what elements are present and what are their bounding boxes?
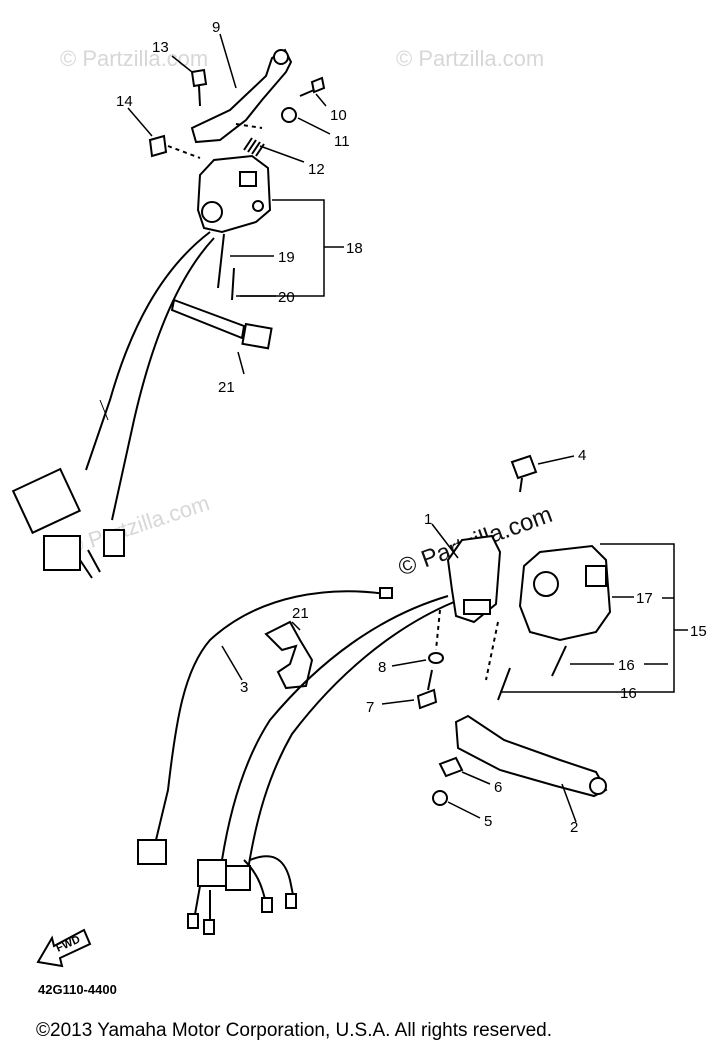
cable-part-3 [155,590,387,841]
spring-part-12 [243,137,265,157]
callout-2: 2 [570,819,578,836]
bolt-part-13 [190,68,208,88]
connector-upper-2 [43,535,81,571]
switch-housing-part-15 [518,544,612,642]
callout-3: 3 [240,679,248,696]
diagram-code: 42G110-4400 [38,982,117,997]
connector-cable-3 [137,839,167,865]
callout-8: 8 [378,659,386,676]
copyright-notice: ©2013 Yamaha Motor Corporation, U.S.A. A… [36,1020,552,1041]
callout-16-a: 16 [618,657,635,674]
callout-1: 1 [424,511,432,528]
callout-4: 4 [578,447,586,464]
nut-part-5 [432,790,448,806]
connector-upper-3 [103,529,125,557]
screw-part-16-b [497,667,511,701]
callout-11: 11 [334,133,350,150]
callout-9: 9 [212,19,220,36]
collar-part-14 [148,134,168,158]
screw-part-20 [231,267,235,301]
lower-switch-assembly [137,454,612,935]
callout-17: 17 [636,590,653,607]
watermark-top-right: © Partzilla.com [396,46,544,71]
connector-lower-1 [197,859,227,887]
callout-14: 14 [116,93,133,110]
washer-part-8 [428,652,444,664]
connector-upper-1 [11,467,82,535]
callout-12: 12 [308,161,325,178]
callout-19: 19 [278,249,295,266]
cable-tie-part-21-upper [170,298,246,340]
collar-part-6 [438,756,464,778]
callout-7: 7 [366,699,374,716]
callout-21-lower: 21 [292,605,309,622]
bolt-part-10 [310,76,326,94]
bolt-part-7 [416,688,438,710]
screw-part-16-a [551,645,567,677]
watermark-mid-left: © Partzilla.com [64,490,213,560]
leader-lines [127,33,688,823]
callout-13: 13 [152,39,169,56]
callout-18: 18 [346,240,363,257]
nut-part-11 [281,107,297,123]
callout-6: 6 [494,779,502,796]
screw-part-19 [217,233,225,289]
cable-tie-part-21-lower [264,620,314,690]
bolt-part-4 [510,454,538,480]
watermark-top-left: © Partzilla.com [60,46,208,71]
lever-part-2 [454,714,608,798]
wire-harness-lower [221,595,455,871]
callout-21-upper: 21 [218,379,235,396]
callout-20: 20 [278,289,295,306]
connector-lower-2 [225,865,251,891]
callout-5: 5 [484,813,492,830]
lever-part-9 [190,48,293,144]
callout-16-b: 16 [620,685,637,702]
callout-15: 15 [690,623,707,640]
wire-harness-upper [85,231,215,521]
fwd-arrow-icon: FWD [36,928,92,968]
callout-10: 10 [330,107,347,124]
upper-switch-assembly [11,48,326,579]
callout-labels: 9 13 10 11 12 14 18 19 20 21 4 1 17 15 1… [116,19,707,836]
